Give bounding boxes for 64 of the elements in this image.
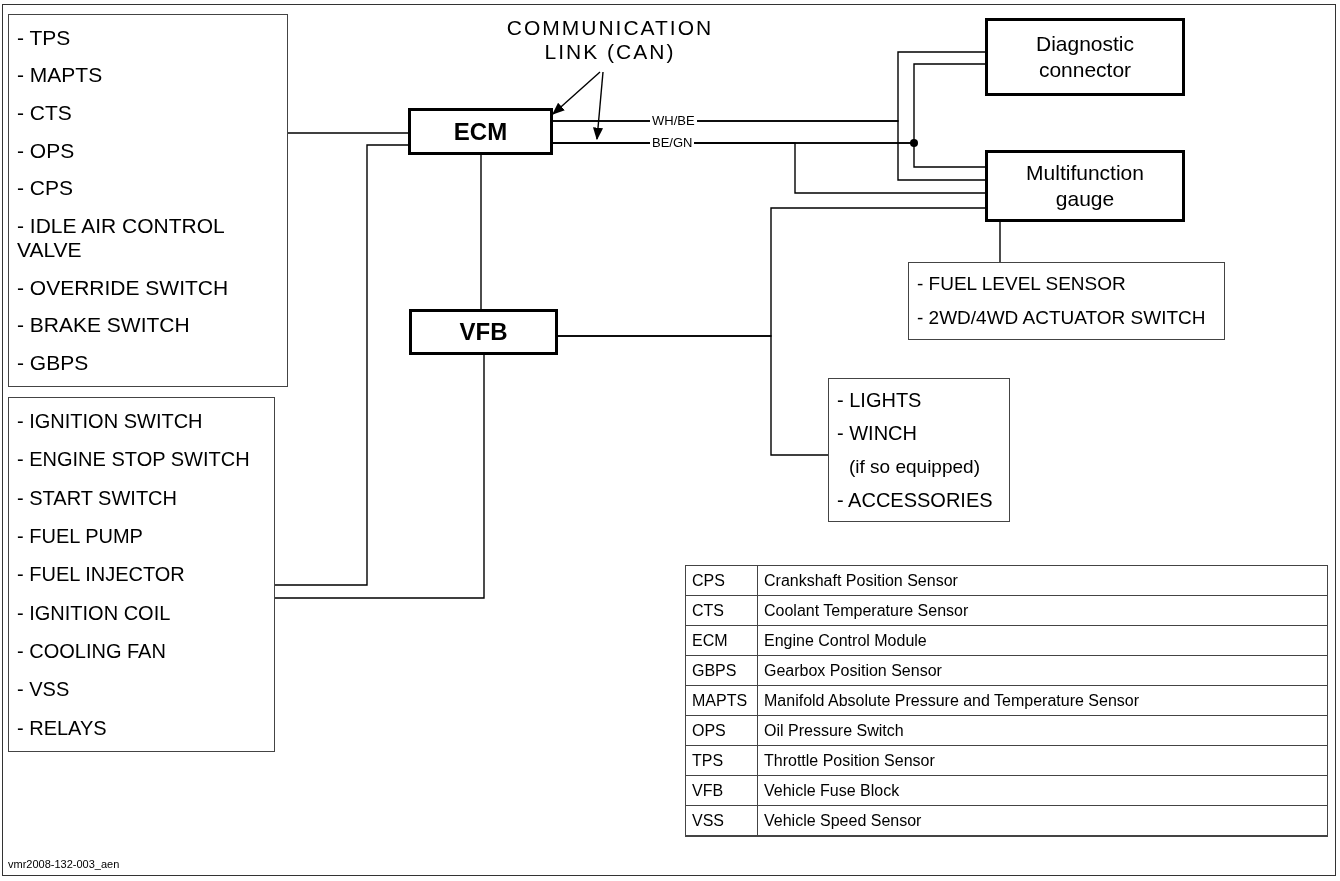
module-box: ECM	[408, 108, 553, 155]
abbreviation-text: GBPS	[686, 656, 758, 686]
list-item: - IDLE AIR CONTROL VALVE	[17, 214, 225, 263]
abbreviation-text: VSS	[686, 806, 758, 836]
abbreviation-text: CTS	[686, 596, 758, 626]
definition-text: Gearbox Position Sensor	[758, 656, 1327, 686]
wire-line	[552, 142, 986, 194]
list-item: - WINCH	[837, 421, 918, 446]
definition-text: Crankshaft Position Sensor	[758, 566, 1327, 596]
module-box: VFB	[409, 309, 558, 355]
figure-id: vmr2008-132-003_aen	[8, 857, 120, 872]
component-list-box	[8, 397, 275, 752]
abbreviation-text: OPS	[686, 716, 758, 746]
list-item: - BRAKE SWITCH	[17, 313, 191, 338]
list-item: - GBPS	[17, 351, 90, 376]
list-item: - CTS	[17, 101, 73, 126]
list-item: - RELAYS	[17, 715, 108, 740]
list-item: - TPS	[17, 25, 72, 50]
list-item: (if so equipped)	[848, 454, 981, 479]
abbreviation-text: TPS	[686, 746, 758, 776]
component-box: Multifunction gauge	[985, 150, 1185, 222]
definition-text: Coolant Temperature Sensor	[758, 596, 1327, 626]
edge-label: WH/BE	[650, 114, 697, 128]
list-item: - MAPTS	[17, 63, 104, 88]
list-item: - IGNITION SWITCH	[17, 409, 204, 434]
abbreviation-text: MAPTS	[686, 686, 758, 716]
definition-text: Oil Pressure Switch	[758, 716, 1327, 746]
list-item: - COOLING FAN	[17, 639, 167, 664]
component-list-box	[908, 262, 1225, 340]
component-box: Diagnostic connector	[985, 18, 1185, 96]
list-item: - CPS	[17, 176, 74, 201]
wire-line	[999, 221, 1001, 263]
list-item: - 2WD/4WD ACTUATOR SWITCH	[917, 306, 1207, 330]
wire-line	[552, 120, 986, 181]
definition-text: Manifold Absolute Pressure and Temperature Sensor	[758, 686, 1327, 716]
list-item: - OPS	[17, 138, 76, 163]
list-item: - START SWITCH	[17, 485, 178, 510]
list-item: - FUEL PUMP	[17, 524, 144, 549]
list-item: - VSS	[17, 677, 71, 702]
list-item: - IGNITION COIL	[17, 600, 172, 625]
list-item: - OVERRIDE SWITCH	[17, 275, 230, 300]
wire-line	[287, 132, 409, 134]
component-list-box	[8, 14, 288, 387]
edge-label: BE/GN	[650, 136, 695, 150]
list-item: - LIGHTS	[837, 387, 923, 412]
list-item: - ACCESSORIES	[837, 488, 994, 513]
list-item: - ENGINE STOP SWITCH	[17, 447, 251, 472]
component-list-box	[828, 378, 1010, 522]
abbreviation-text: CPS	[686, 566, 758, 596]
leader-arrow	[593, 71, 604, 141]
definition-text: Vehicle Speed Sensor	[758, 806, 1327, 836]
wire-line	[274, 144, 409, 586]
abbreviation-text: ECM	[686, 626, 758, 656]
definition-text: Engine Control Module	[758, 626, 1327, 656]
wire-line	[480, 154, 482, 310]
wire-line	[274, 354, 485, 599]
callout-text: COMMUNICATION LINK (CAN)	[495, 16, 725, 72]
list-item: - FUEL LEVEL SENSOR	[917, 272, 1127, 296]
abbreviation-text: VFB	[686, 776, 758, 806]
wire-line	[557, 335, 829, 456]
list-item: - FUEL INJECTOR	[17, 562, 186, 587]
leader-arrow	[552, 71, 601, 115]
definition-text: Throttle Position Sensor	[758, 746, 1327, 776]
definition-text: Vehicle Fuse Block	[758, 776, 1327, 806]
